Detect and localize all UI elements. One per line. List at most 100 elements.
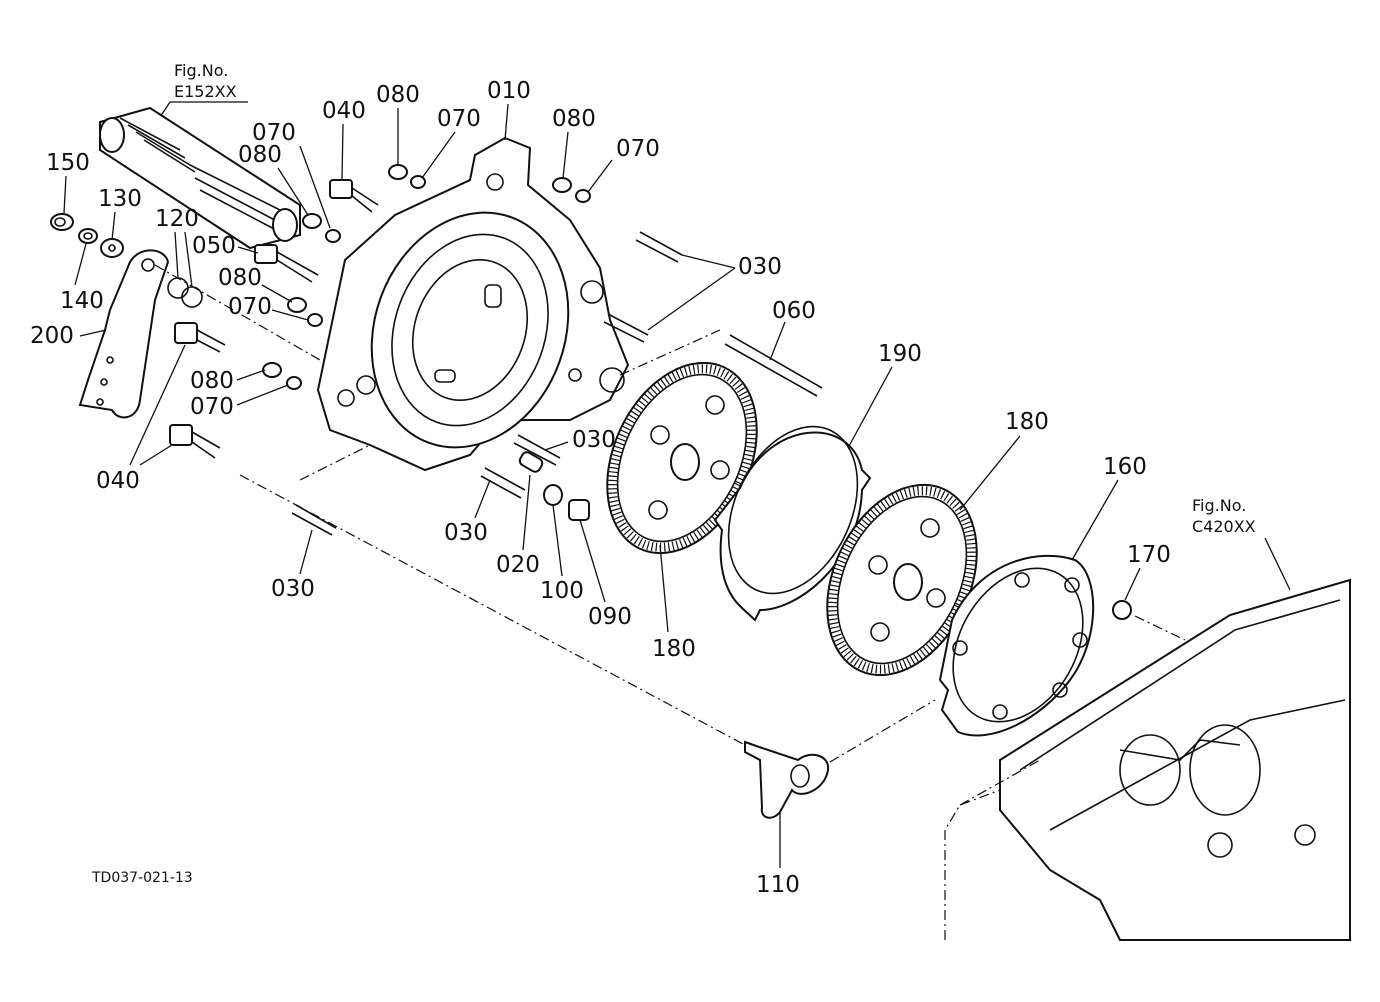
svg-text:170: 170: [1127, 542, 1171, 568]
svg-text:080: 080: [238, 142, 282, 168]
svg-text:110: 110: [756, 872, 800, 898]
callout-070-b[interactable]: 070: [421, 106, 481, 179]
svg-text:200: 200: [30, 323, 74, 349]
svg-text:080: 080: [552, 106, 596, 132]
stud-030-b: [603, 313, 649, 343]
lever-200: [78, 249, 170, 419]
callout-060[interactable]: 060: [769, 298, 816, 361]
callout-080-e[interactable]: 080: [190, 368, 266, 394]
nut-080-b: [287, 297, 307, 313]
svg-text:070: 070: [616, 136, 660, 162]
washer-070-c: [286, 376, 302, 390]
figure-ref-c420xx[interactable]: Fig.No. C420XX: [1192, 496, 1291, 591]
callout-070-e[interactable]: 070: [190, 384, 289, 420]
callout-150[interactable]: 150: [46, 150, 90, 214]
nut-080-d: [388, 164, 408, 180]
callout-190[interactable]: 190: [847, 341, 922, 449]
callout-160[interactable]: 160: [1071, 454, 1147, 561]
callout-110[interactable]: 110: [756, 812, 800, 898]
callout-130[interactable]: 130: [98, 186, 142, 241]
figure-ref-number: E152XX: [174, 82, 237, 101]
svg-text:070: 070: [437, 106, 481, 132]
centerline-a: [299, 444, 371, 481]
svg-text:040: 040: [322, 98, 366, 124]
svg-text:090: 090: [588, 604, 632, 630]
callout-040-top[interactable]: 040: [322, 98, 366, 181]
callout-090[interactable]: 090: [579, 519, 632, 630]
callout-020[interactable]: 020: [496, 474, 540, 578]
stud-030-d: [480, 467, 526, 499]
callout-170[interactable]: 170: [1124, 542, 1171, 601]
svg-text:050: 050: [192, 233, 236, 259]
centerline-c: [619, 329, 721, 376]
stud-030-e: [291, 504, 337, 536]
stud-030-c: [513, 434, 561, 466]
callout-030-middle[interactable]: 030: [544, 427, 616, 453]
bolt-040-lower: [169, 424, 221, 459]
centerline-e: [154, 264, 321, 361]
svg-text:140: 140: [60, 288, 104, 314]
callout-030-lower[interactable]: 030: [444, 479, 491, 546]
svg-text:010: 010: [487, 78, 531, 104]
figure-ref-leader: [1264, 537, 1291, 591]
figure-ref-prefix: Fig.No.: [174, 61, 228, 80]
callout-070-a[interactable]: 070: [252, 120, 331, 229]
pin-020: [518, 451, 544, 473]
callout-080-a[interactable]: 080: [238, 142, 309, 216]
callout-040-left[interactable]: 040: [96, 344, 186, 494]
callout-100[interactable]: 100: [540, 504, 584, 604]
stud-060: [724, 334, 823, 397]
washer-070-b: [307, 313, 323, 327]
callout-080-d[interactable]: 080: [218, 265, 293, 303]
svg-text:070: 070: [252, 120, 296, 146]
callout-070-c[interactable]: 070: [587, 136, 660, 193]
svg-text:030: 030: [444, 520, 488, 546]
callout-140[interactable]: 140: [60, 243, 104, 314]
centerline-shaft: [239, 474, 746, 746]
callout-030-right-top[interactable]: 030: [647, 254, 782, 331]
svg-text:030: 030: [271, 576, 315, 602]
bolt-040-top: [329, 179, 379, 213]
callout-080-b[interactable]: 080: [376, 82, 420, 165]
figure-ref-number: C420XX: [1192, 517, 1256, 536]
svg-text:190: 190: [878, 341, 922, 367]
svg-text:180: 180: [652, 636, 696, 662]
nut-080-a: [302, 213, 322, 229]
bolt-050: [254, 244, 319, 283]
svg-text:160: 160: [1103, 454, 1147, 480]
svg-text:030: 030: [572, 427, 616, 453]
svg-text:150: 150: [46, 150, 90, 176]
callout-180-left[interactable]: 180: [652, 544, 696, 662]
svg-text:080: 080: [218, 265, 262, 291]
washer-130: [100, 238, 124, 258]
figure-ref-prefix: Fig.No.: [1192, 496, 1246, 515]
washer-070-a: [325, 229, 341, 243]
washer-070-e: [575, 189, 591, 203]
washer-070-d: [410, 175, 426, 189]
transmission-case: [944, 578, 1351, 941]
centerline-d: [1134, 615, 1186, 641]
bolt-040-upper: [174, 322, 226, 353]
drawing-code: TD037-021-13: [91, 870, 193, 886]
svg-text:060: 060: [772, 298, 816, 324]
callout-200[interactable]: 200: [30, 323, 107, 349]
centerline-b: [829, 699, 936, 763]
input-shaft: [99, 106, 301, 250]
svg-text:030: 030: [738, 254, 782, 280]
svg-text:120: 120: [155, 206, 199, 232]
callout-080-c[interactable]: 080: [552, 106, 596, 179]
callout-010[interactable]: 010: [487, 78, 531, 141]
stud-030-a: [635, 231, 683, 263]
nut-080-e: [552, 177, 572, 193]
svg-text:130: 130: [98, 186, 142, 212]
svg-text:020: 020: [496, 552, 540, 578]
callout-070-d[interactable]: 070: [228, 294, 309, 321]
callout-030-bottom[interactable]: 030: [271, 529, 315, 602]
callout-050[interactable]: 050: [192, 233, 259, 259]
ball-170: [1112, 600, 1132, 620]
svg-text:080: 080: [190, 368, 234, 394]
callout-180-right[interactable]: 180: [959, 409, 1049, 511]
callout-120[interactable]: 120: [155, 206, 199, 288]
nut-080-c: [262, 362, 282, 378]
